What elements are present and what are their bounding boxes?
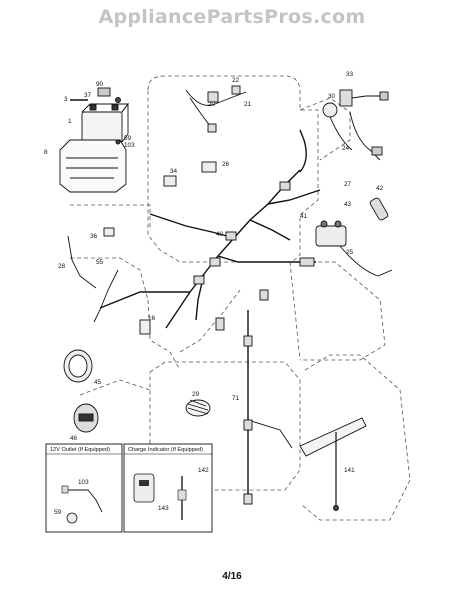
dash-harness: [185, 85, 247, 133]
part-label: 103: [124, 142, 135, 149]
switch-30-33: [322, 89, 389, 161]
charge-inset-title: Charge Indicator (If Equipped): [128, 447, 203, 453]
part-label: 8: [44, 149, 48, 156]
part-label: 36: [90, 233, 98, 240]
part-label: 71: [232, 395, 240, 402]
coil-and-lead: [185, 310, 293, 505]
part-label: 20: [208, 101, 216, 108]
outlet-inset: 12V Outlet (If Equipped): [45, 443, 123, 533]
part-label: 34: [170, 168, 178, 175]
part-label: 3: [64, 96, 68, 103]
part-label: 59: [54, 509, 62, 516]
part-label: 37: [84, 92, 92, 99]
charge-inset: Charge Indicator (If Equipped): [123, 443, 213, 533]
battery-group: [59, 87, 129, 193]
part-label: 59: [124, 135, 132, 142]
battery-bracket: [97, 87, 111, 97]
part-label: 41: [300, 213, 308, 220]
page-number: 4/16: [222, 571, 242, 582]
outlet-inset-title: 12V Outlet (If Equipped): [50, 447, 110, 453]
part-label: 46: [70, 435, 78, 442]
part-label: 25: [346, 249, 354, 256]
part-label: 55: [96, 259, 104, 266]
part-label: 142: [198, 467, 209, 474]
part-labels: 90 3 37 1 59 103 8 22 20 21 33 30 24 26 …: [44, 71, 384, 516]
part-label: 16: [148, 315, 156, 322]
battery-tray: [59, 139, 127, 193]
part-label: 28: [58, 263, 66, 270]
part-label: 103: [78, 479, 89, 486]
part-label: 27: [344, 181, 352, 188]
main-harness: [99, 129, 321, 331]
watermark: AppliancePartsPros.com: [98, 6, 366, 28]
part-label: 24: [342, 145, 350, 152]
part-label: 21: [244, 101, 252, 108]
part-label: 42: [376, 185, 384, 192]
solenoid-group: [315, 197, 393, 277]
part-label: 141: [344, 467, 355, 474]
part-label: 45: [94, 379, 102, 386]
part-label: 30: [328, 93, 336, 100]
part-label: 90: [96, 81, 104, 88]
misc-parts: [67, 161, 217, 335]
part-label: 33: [346, 71, 354, 78]
gauge-group: [63, 349, 99, 433]
part-label: 43: [344, 201, 352, 208]
part-label: 40: [216, 231, 224, 238]
part-label: 26: [222, 161, 230, 168]
battery: [81, 111, 123, 143]
part-label: 22: [232, 77, 240, 84]
switch-bracket: [299, 417, 367, 511]
part-label: 1: [68, 118, 72, 125]
part-label: 143: [158, 505, 169, 512]
part-label: 29: [192, 391, 200, 398]
